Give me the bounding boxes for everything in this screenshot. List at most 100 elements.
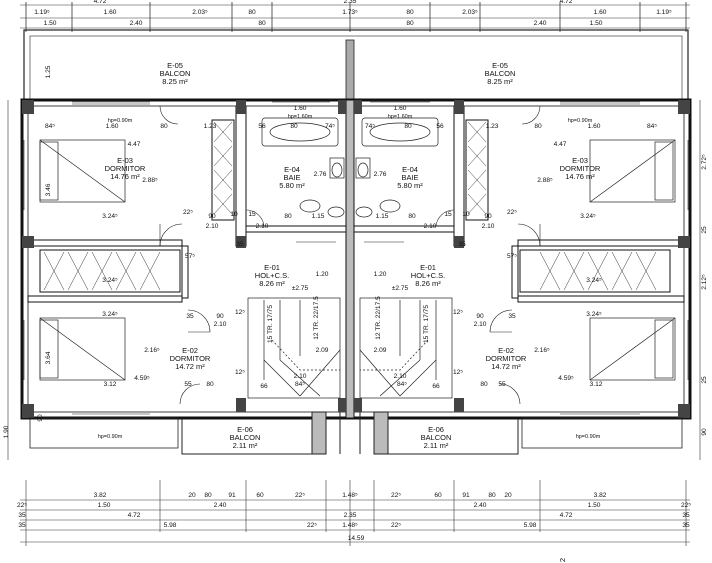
interior-dimension: 3.24⁵ xyxy=(102,213,118,220)
interior-dimension: 80 xyxy=(404,123,412,130)
top-dimension: 4.72 xyxy=(560,0,573,5)
room-name: BALCON xyxy=(160,69,191,78)
interior-dimension: 90 xyxy=(208,213,216,220)
bottom-dimension: 91 xyxy=(462,492,470,499)
top-dimension: 1.19⁵ xyxy=(34,9,50,16)
bottom-dimension: 20 xyxy=(504,492,512,499)
interior-dimension: 1.60 xyxy=(106,123,119,130)
top-dimension: 1.73⁵ xyxy=(342,9,358,16)
top-dimension: 2.03⁵ xyxy=(462,9,478,16)
interior-dimension: 1.20 xyxy=(316,271,329,278)
interior-dimension: 12⁵ xyxy=(453,369,463,376)
interior-dimension: 55 xyxy=(184,381,192,388)
sheet-number: 2 xyxy=(558,558,567,562)
bottom-dimension: 5.98 xyxy=(164,522,177,529)
room-area: 5.80 m² xyxy=(279,181,305,190)
structural-columns xyxy=(22,100,690,418)
bottom-dimension: 35 xyxy=(682,512,690,519)
bottom-dimension: 80 xyxy=(488,492,496,499)
interior-dimension: 2.10 xyxy=(394,373,407,380)
top-dimension: 80 xyxy=(406,20,414,27)
bottom-dimension: 60 xyxy=(434,492,442,499)
bathroom-fixtures xyxy=(261,117,439,218)
interior-dimension: 12⁵ xyxy=(235,369,245,376)
room-area: 2.11 m² xyxy=(424,441,449,450)
room-name: HOL+C.S. xyxy=(255,271,289,280)
room-name: HOL+C.S. xyxy=(411,271,445,280)
bottom-dimension: 2.35 xyxy=(344,512,357,519)
interior-dimension: 57⁵ xyxy=(507,253,517,260)
room-code: E-02 xyxy=(498,346,514,355)
room-area: 14.72 m² xyxy=(175,362,205,371)
room-name: BALCON xyxy=(230,433,261,442)
room-area: 14.76 m² xyxy=(110,172,140,181)
interior-dimension: 12 TR. 22/17.5 xyxy=(313,296,320,340)
bottom-dimension: 22⁵ xyxy=(307,522,317,529)
interior-dimension: 2.16⁵ xyxy=(144,347,160,354)
staircases xyxy=(247,297,453,399)
top-dimension: 80 xyxy=(258,20,266,27)
interior-dimension: 15 xyxy=(248,211,256,218)
bottom-dimension: 22⁵ xyxy=(681,502,691,509)
left-dimension: 1.90 xyxy=(3,425,10,438)
interior-dimension: 3.24⁵ xyxy=(586,311,602,318)
interior-dimension: 74⁵ xyxy=(325,123,335,130)
interior-dimension: 4.59⁵ xyxy=(558,375,574,382)
bottom-dimension: 1.48⁵ xyxy=(342,522,358,529)
interior-dimension: 10 xyxy=(230,211,238,218)
interior-dimension: 22⁵ xyxy=(183,209,193,216)
room-name: DORMITOR xyxy=(560,164,601,173)
left-dimension: 1.25 xyxy=(45,65,52,78)
bottom-dimension: 20 xyxy=(188,492,196,499)
room-name: DORMITOR xyxy=(486,354,527,363)
interior-walls xyxy=(27,105,685,303)
interior-dimension: 3.12 xyxy=(590,381,603,388)
room-area: 8.25 m² xyxy=(487,77,513,86)
interior-dimension: 15 TR. 17/75 xyxy=(423,305,430,343)
top-dimension: 2.40 xyxy=(534,20,547,27)
interior-dimension: 3.24⁵ xyxy=(102,311,118,318)
room-code: E-01 xyxy=(264,263,280,272)
interior-dimension: 2.16⁵ xyxy=(534,347,550,354)
room-code: E-05 xyxy=(167,61,183,70)
interior-dimension: 55 xyxy=(498,381,506,388)
interior-dimension: 84⁵ xyxy=(295,381,305,388)
side-dimension-lines xyxy=(7,100,701,460)
bottom-dimension: 35 xyxy=(18,522,26,529)
interior-dimension: 66 xyxy=(260,383,268,390)
bottom-balconies xyxy=(29,411,683,455)
bottom-dimension-lines xyxy=(20,480,690,546)
interior-dimension: 80 xyxy=(160,123,168,130)
party-wall xyxy=(345,99,355,419)
interior-dimension: 57⁵ xyxy=(185,253,195,260)
room-name: BALCON xyxy=(421,433,452,442)
interior-dimension: 2.10 xyxy=(206,223,219,230)
interior-dimension: 1.60 xyxy=(294,105,307,112)
room-code: E-01 xyxy=(420,263,436,272)
bottom-dimension: 1.50 xyxy=(588,502,601,509)
interior-dimension: 80 xyxy=(408,213,416,220)
interior-dimension: 35 xyxy=(508,313,516,320)
interior-dimension: 3.12 xyxy=(104,381,117,388)
bottom-dimension: 3.82 xyxy=(594,492,607,499)
right-dimension: 2.72⁵ xyxy=(701,154,708,170)
interior-dimension: 4.47 xyxy=(554,141,567,148)
interior-dimension: hp=0.90m xyxy=(568,118,593,124)
right-dimension: 25 xyxy=(701,226,708,234)
interior-dimension: 15 TR. 17/75 xyxy=(267,305,274,343)
total-dimension: 14.59 xyxy=(348,535,365,542)
top-dimension: 80 xyxy=(248,9,256,16)
interior-dimension: 2.88⁵ xyxy=(537,177,553,184)
top-dimension: 2.35 xyxy=(344,0,357,5)
interior-dimension: 12⁵ xyxy=(453,309,463,316)
bottom-dimension: 22⁵ xyxy=(391,522,401,529)
bottom-dimension: 2.40 xyxy=(214,502,227,509)
room-area: 8.26 m² xyxy=(259,279,285,288)
interior-dimension: 1.60 xyxy=(394,105,407,112)
top-dimension: 1.60 xyxy=(594,9,607,16)
interior-dimension: 3.24⁵ xyxy=(580,213,596,220)
wardrobe-hatching xyxy=(43,121,657,291)
